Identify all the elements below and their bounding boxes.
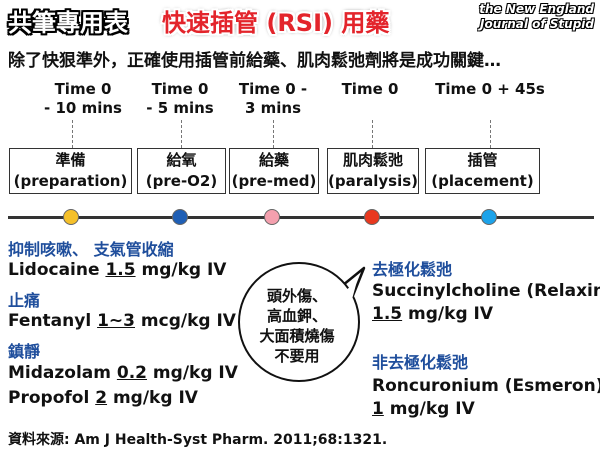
timeline-dot-pre-med xyxy=(264,209,280,225)
drug-dose: 1.5 xyxy=(372,304,403,324)
phase-zh: 給藥 xyxy=(258,151,289,169)
phase-box-placement: 插管 (placement) xyxy=(425,148,540,194)
title-highlight: 快速插管 (RSI) 用藥 xyxy=(162,9,390,37)
category-sedation: 鎮靜 xyxy=(8,342,41,361)
phase-box-pre-med: 給藥 (pre-med) xyxy=(229,148,319,194)
time-label-paralysis: Time 0 xyxy=(341,80,399,98)
phase-en: (pre-O2) xyxy=(145,172,218,190)
timeline-axis xyxy=(8,216,594,219)
drug-name: Propofol xyxy=(8,388,96,408)
drug-dose: 2 xyxy=(95,388,108,408)
drug-fentanyl: Fentanyl 1~3 mcg/kg IV xyxy=(8,311,236,331)
phase-box-pre-o2: 給氧 (pre-O2) xyxy=(137,148,226,194)
timeline-dot-preparation xyxy=(63,209,79,225)
phase-en: (placement) xyxy=(431,172,534,190)
drug-name: Midazolam xyxy=(8,363,117,383)
drug-unit: mg/kg IV xyxy=(107,388,198,408)
drug-lidocaine: Lidocaine 1.5 mg/kg IV xyxy=(8,260,226,280)
drug-dose: 1~3 xyxy=(97,311,135,331)
category-cough-bronchospasm: 抑制咳嗽、 支氣管收縮 xyxy=(8,240,174,259)
drug-succinylcholine-name: Succinylcholine (Relaxin) xyxy=(372,281,600,301)
phase-en: (paralysis) xyxy=(328,172,419,190)
phase-en: (preparation) xyxy=(13,172,128,190)
bubble-tail-cover xyxy=(333,281,357,303)
page-title: 共筆專用表 快速插管 (RSI) 用藥 xyxy=(0,0,600,40)
phase-zh: 給氧 xyxy=(166,151,197,169)
category-depolarizing: 去極化鬆弛 xyxy=(372,260,453,279)
category-analgesia: 止痛 xyxy=(8,291,41,310)
journal-logo: the New England Journal of Stupid xyxy=(462,2,594,32)
phase-box-preparation: 準備 (preparation) xyxy=(9,148,132,194)
timeline-dot-placement xyxy=(481,209,497,225)
time-marker-line xyxy=(72,120,73,148)
drug-dose: 1.5 xyxy=(105,260,136,280)
time-marker-line xyxy=(181,120,182,148)
time-marker-line xyxy=(372,120,373,148)
warning-bubble xyxy=(238,262,360,382)
drug-name: Fentanyl xyxy=(8,311,98,331)
drug-dose: 0.2 xyxy=(116,363,148,383)
time-label-preparation: Time 0 - 10 mins xyxy=(44,80,122,117)
warning-bubble-text: 頭外傷、 高血鉀、 大面積燒傷 不要用 xyxy=(259,287,335,365)
phase-en: (pre-med) xyxy=(231,172,317,190)
drug-rocuronium-dose: 1 mg/kg IV xyxy=(372,399,475,419)
time-label-placement: Time 0 + 45s xyxy=(435,80,545,98)
phase-zh: 肌肉鬆弛 xyxy=(342,151,403,169)
time-marker-line xyxy=(490,120,491,148)
phase-box-paralysis: 肌肉鬆弛 (paralysis) xyxy=(327,148,419,194)
timeline-dot-pre-o2 xyxy=(172,209,188,225)
time-label-pre-med: Time 0 - 3 mins xyxy=(238,80,308,117)
logo-line1: the New England xyxy=(479,2,594,16)
drug-midazolam: Midazolam 0.2 mg/kg IV xyxy=(8,363,238,383)
time-label-pre-o2: Time 0 - 5 mins xyxy=(146,80,214,117)
source-citation: 資料來源: Am J Health-Syst Pharm. 2011;68:13… xyxy=(8,432,388,448)
drug-name: Lidocaine xyxy=(8,260,106,280)
drug-rocuronium-name: Roncuronium (Esmeron) xyxy=(372,376,600,396)
timeline-dot-paralysis xyxy=(364,209,380,225)
drug-succinylcholine-dose: 1.5 mg/kg IV xyxy=(372,304,493,324)
logo-line2: Journal of Stupid xyxy=(480,17,594,31)
time-marker-line xyxy=(273,120,274,148)
phase-zh: 準備 xyxy=(55,151,86,169)
phase-zh: 插管 xyxy=(467,151,498,169)
drug-unit: mg/kg IV xyxy=(135,260,227,280)
subtitle: 除了快狠準外，正確使用插管前給藥、肌肉鬆弛劑將是成功關鍵… xyxy=(8,51,501,71)
drug-unit: mg/kg IV xyxy=(402,304,494,324)
drug-propofol: Propofol 2 mg/kg IV xyxy=(8,388,198,408)
drug-unit: mg/kg IV xyxy=(383,399,475,419)
category-nondepolarizing: 非去極化鬆弛 xyxy=(372,353,469,372)
drug-unit: mg/kg IV xyxy=(147,363,238,383)
drug-unit: mcg/kg IV xyxy=(135,311,236,331)
drug-dose: 1 xyxy=(372,399,384,419)
title-plain: 共筆專用表 xyxy=(8,9,128,37)
